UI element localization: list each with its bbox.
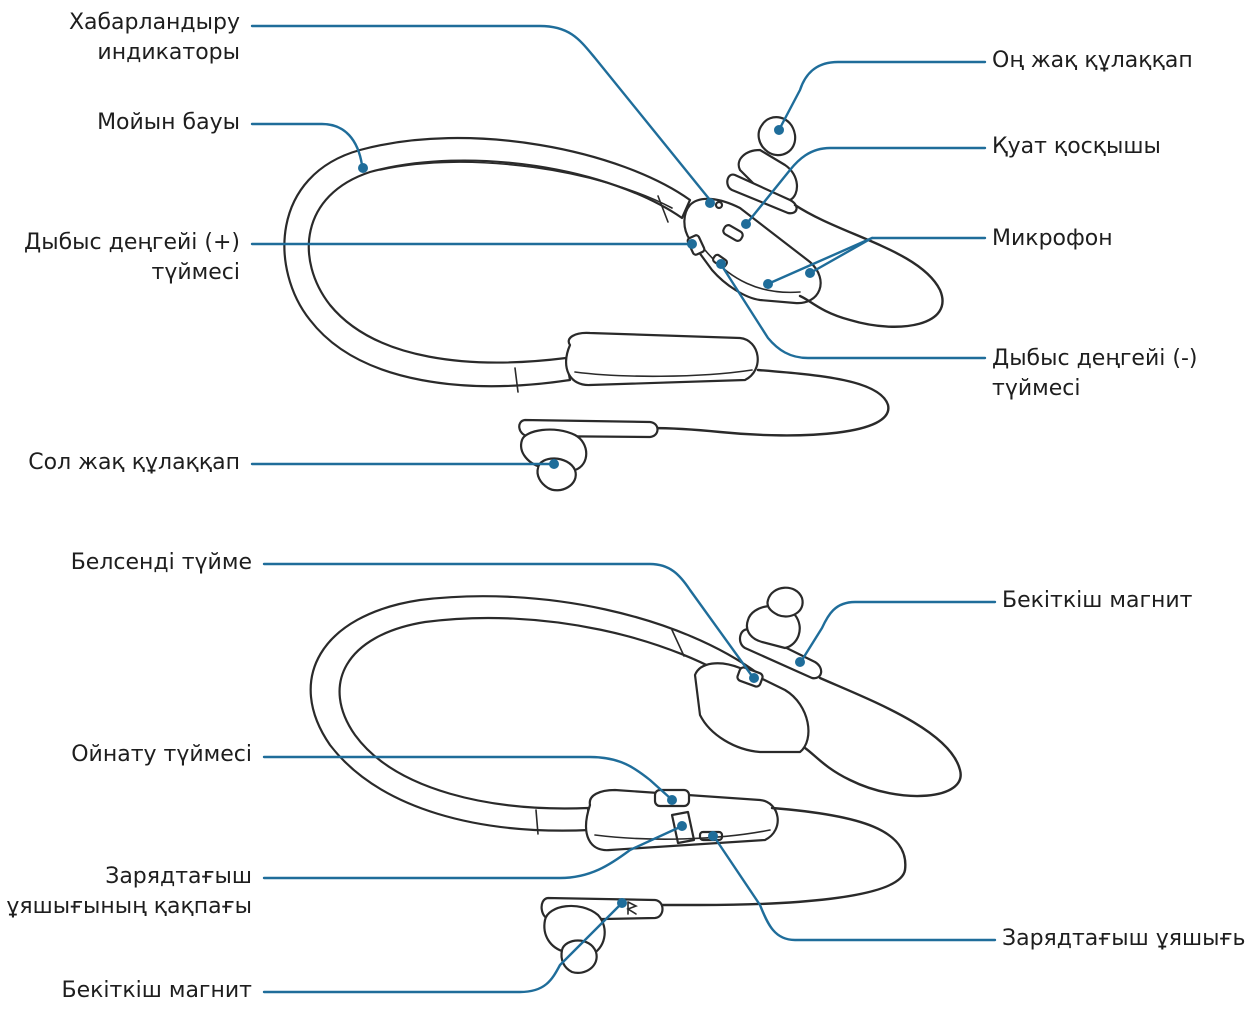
dot-left-earbud — [549, 459, 559, 469]
dot-neckband — [358, 163, 368, 173]
label-power-switch: Қуат қосқышы — [992, 134, 1161, 159]
dot-volume-up — [687, 239, 697, 249]
top-right-earbud-body — [737, 148, 798, 202]
top-left-cable — [648, 368, 890, 437]
dot-play-button — [667, 795, 677, 805]
bottom-left-earbud-r-mark — [626, 901, 638, 915]
leader-charger-port — [713, 836, 997, 942]
leader-notification-indicator — [250, 24, 712, 202]
label-mounting-magnet-right: Бекіткіш магнит — [1002, 588, 1193, 613]
label-right-earbud: Оң жақ құлаққап — [992, 48, 1193, 73]
leader-active-button — [262, 562, 754, 678]
top-left-pod-edge — [574, 369, 753, 378]
bottom-device-drawing — [309, 586, 962, 974]
dot-charger-port-cover — [677, 821, 687, 831]
label-notification-indicator: Хабарландыру индикаторы — [68, 10, 240, 65]
label-left-earbud: Сол жақ құлаққап — [28, 450, 240, 475]
dot-power-switch — [741, 219, 751, 229]
leader-right-earbud — [778, 60, 987, 130]
leader-mounting-magnet-left — [262, 903, 622, 994]
leader-charger-port-cover — [262, 825, 682, 880]
label-mounting-magnet-left: Бекіткіш магнит — [61, 978, 252, 1003]
dot-volume-down — [716, 259, 726, 269]
dot-notification-indicator — [705, 198, 715, 208]
bottom-right-housing — [693, 662, 810, 754]
leader-power-switch — [746, 146, 987, 224]
leader-volume-down — [720, 264, 987, 360]
top-left-earbud-tip — [536, 457, 577, 492]
bottom-right-earbud-tip — [766, 586, 804, 618]
label-microphone: Микрофон — [992, 226, 1113, 251]
label-charger-port: Зарядтағыш ұяшығы — [1002, 926, 1245, 951]
label-charger-port-cover: Зарядтағыш ұяшығының қақпағы — [6, 864, 252, 919]
top-neckband-inner-line — [379, 161, 673, 209]
bottom-neckband-seam-2 — [671, 629, 685, 657]
top-indicator-shape — [714, 200, 724, 210]
dot-active-button — [749, 673, 759, 683]
dot-microphone-b — [805, 268, 815, 278]
top-left-pod — [565, 331, 759, 387]
top-power-switch-shape — [722, 224, 744, 242]
label-volume-up: Дыбыс деңгейі (+) түймесі — [24, 230, 240, 285]
leader-endpoints — [358, 125, 815, 908]
leader-play-button — [262, 755, 672, 800]
leader-microphone-b — [810, 236, 874, 274]
dot-right-earbud — [774, 125, 784, 135]
dot-mounting-magnet-right — [795, 657, 805, 667]
top-right-earbud-tip — [757, 116, 797, 157]
label-active-button: Белсенді түйме — [70, 550, 252, 575]
top-device-drawing — [283, 116, 944, 492]
leader-mounting-magnet-right — [800, 600, 997, 662]
dot-mounting-magnet-left — [617, 898, 627, 908]
top-right-earbud-stem — [726, 173, 798, 215]
dot-charger-port — [708, 831, 718, 841]
bottom-left-pod-edge — [594, 829, 771, 840]
bottom-neckband-seam — [535, 809, 539, 835]
dot-microphone-a — [763, 279, 773, 289]
label-neckband: Мойын бауы — [97, 110, 240, 135]
label-play-button: Ойнату түймесі — [71, 742, 252, 767]
leader-lines — [250, 24, 997, 994]
top-left-earbud-body — [520, 428, 588, 472]
label-volume-down: Дыбыс деңгейі (-) түймесі — [992, 346, 1198, 401]
top-right-cable — [793, 203, 944, 328]
leader-neckband — [250, 122, 364, 167]
top-neckband-seam-2 — [657, 195, 669, 223]
bottom-left-cable — [653, 806, 907, 907]
top-neckband-seam — [514, 367, 519, 393]
bottom-right-cable — [803, 676, 962, 798]
